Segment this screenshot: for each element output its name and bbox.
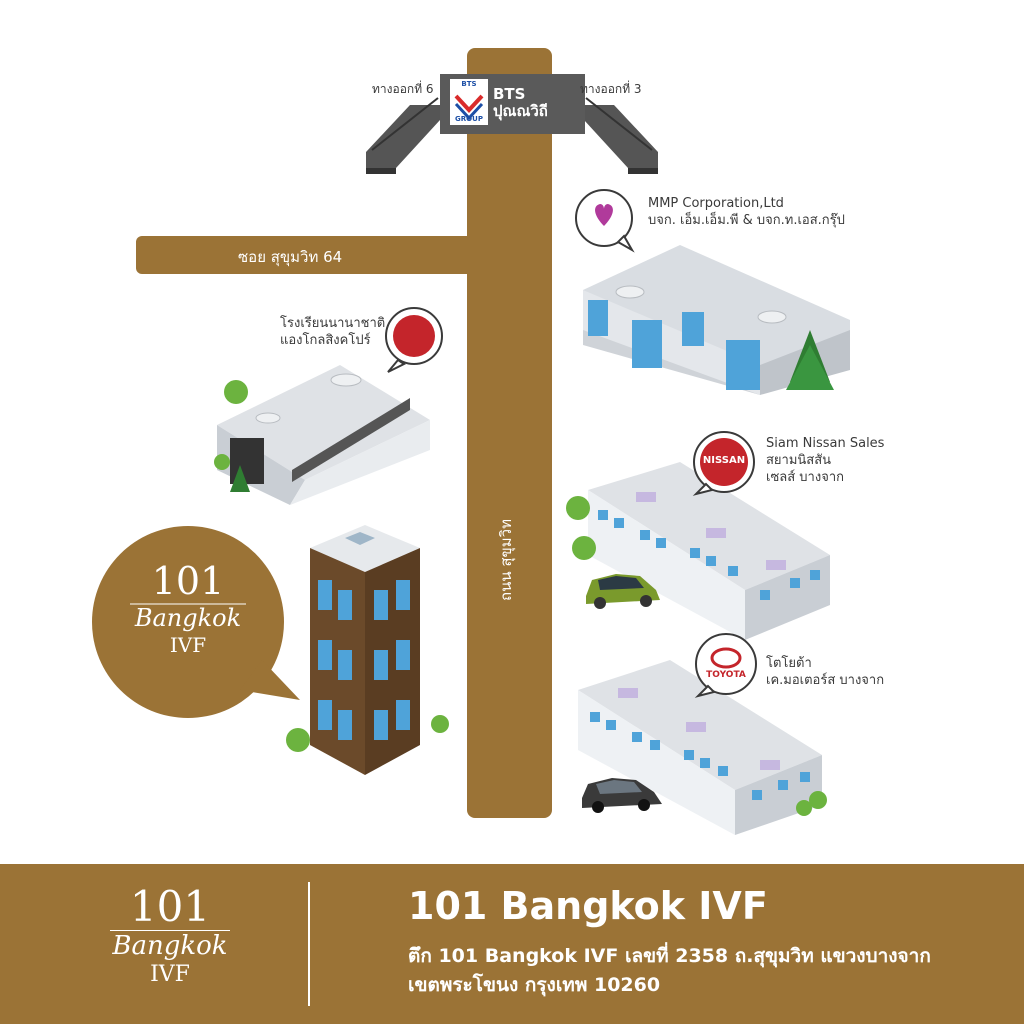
toyota-emblem-icon — [710, 647, 742, 669]
bts-station-label: BTS ปุณณวิถี — [493, 85, 548, 121]
bts-logo-mark-icon — [454, 94, 484, 113]
bts-station-name: ปุณณวิถี — [493, 102, 548, 121]
bts-exit-6-label: ทางออกที่ 6 — [372, 82, 434, 96]
footer-logo-number: 101 — [129, 882, 211, 931]
toyota-logo-badge — [695, 633, 757, 695]
bts-exit-3-label: ทางออกที่ 3 — [580, 82, 642, 96]
nissan-name-en: Siam Nissan Sales — [766, 436, 885, 451]
footer-logo: 101 Bangkok IVF — [80, 886, 260, 989]
clinic-bubble-logo: 101 Bangkok IVF — [108, 562, 268, 657]
clinic-speech-bubble — [92, 526, 300, 718]
footer-title: 101 Bangkok IVF — [408, 884, 768, 928]
bts-logo-top-text: BTS — [461, 80, 477, 88]
anglo-singapore-school-building — [214, 365, 430, 505]
map-illustration — [92, 48, 850, 835]
toyota-label: โตโยต้า เค.มอเตอร์ส บางจาก — [766, 656, 884, 690]
footer-address-line1: ตึก 101 Bangkok IVF เลขที่ 2358 ถ.สุขุมว… — [408, 945, 931, 967]
black-car — [582, 778, 662, 813]
footer-logo-suffix: IVF — [150, 962, 190, 988]
toyota-building — [578, 660, 827, 835]
mmp-label: MMP Corporation,Ltd บจก. เอ็ม.เอ็ม.พี & … — [648, 196, 845, 230]
nissan-badge-text: NISSAN — [702, 455, 746, 466]
soi-sukhumvit-64-road — [136, 236, 552, 274]
clinic-bubble-suffix: IVF — [169, 632, 207, 657]
bts-logo-bottom-text: GROUP — [455, 115, 483, 123]
clinic-bubble-city: Bangkok — [134, 604, 242, 632]
footer-address-line2: เขตพระโขนง กรุงเทพ 10260 — [408, 973, 661, 996]
nissan-name-th: สยามนิสสัน — [766, 452, 832, 468]
toyota-branch: เค.มอเตอร์ส บางจาก — [766, 672, 885, 688]
clinic-bubble-number: 101 — [151, 559, 225, 603]
nissan-label: Siam Nissan Sales สยามนิสสัน เซลส์ บางจา… — [766, 436, 884, 487]
footer-logo-divider — [110, 930, 230, 931]
toyota-badge-text: TOYOTA — [706, 670, 746, 680]
mmp-name-en: MMP Corporation,Ltd — [648, 196, 784, 211]
school-label: โรงเรียนนานาชาติ แองโกลสิงคโปร์ — [280, 316, 385, 350]
sukhumvit-main-road — [467, 48, 552, 818]
nissan-branch: เซลส์ บางจาก — [766, 469, 844, 485]
mmp-building — [583, 245, 850, 395]
bts-stairs-right — [584, 97, 658, 174]
green-car — [586, 574, 660, 609]
bts-stairs-left — [366, 97, 440, 174]
mmp-name-th: บจก. เอ็ม.เอ็ม.พี & บจก.ท.เอส.กรุ๊ป — [648, 212, 845, 228]
bangkok-ivf-tower — [286, 525, 449, 775]
main-road-label: ถนน สุขุมวิท — [497, 519, 515, 601]
bts-brand-text: BTS — [493, 85, 526, 103]
footer-divider — [308, 882, 310, 1006]
soi-road-label: ซอย สุขุมวิท 64 — [238, 248, 343, 266]
school-name-line1: โรงเรียนนานาชาติ — [280, 316, 386, 331]
footer-address: ตึก 101 Bangkok IVF เลขที่ 2358 ถ.สุขุมว… — [408, 942, 931, 999]
mmp-heart-icon — [595, 204, 613, 226]
toyota-name-th: โตโยต้า — [766, 656, 812, 671]
nissan-building — [566, 462, 830, 640]
school-crest-icon — [393, 315, 435, 357]
footer-logo-city: Bangkok — [112, 931, 228, 961]
school-name-line2: แองโกลสิงคโปร์ — [280, 332, 371, 348]
footer-bar: 101 Bangkok IVF 101 Bangkok IVF ตึก 101 … — [0, 864, 1024, 1024]
